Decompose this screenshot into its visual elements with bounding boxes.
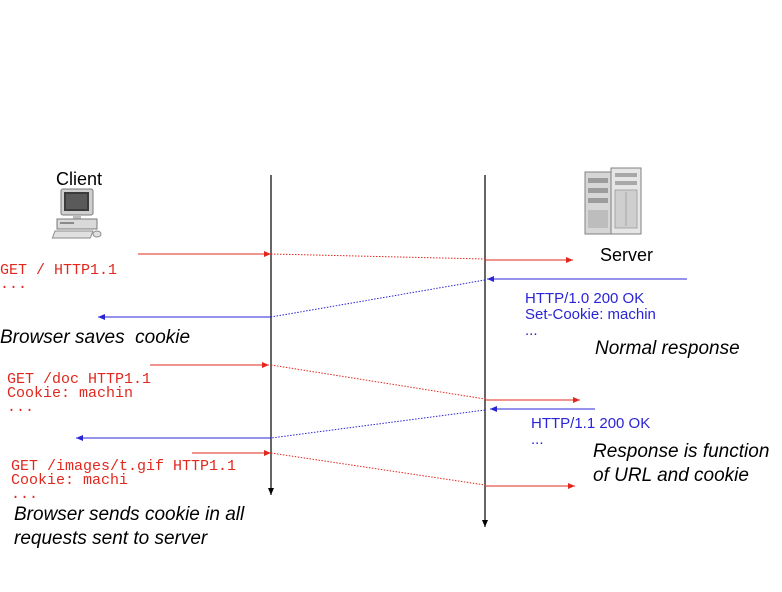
- response-2-text: HTTP/1.1 200 OK ...: [531, 415, 651, 448]
- request-2-transit: [270, 364, 486, 400]
- request-2-text: GET /doc HTTP1.1 Cookie: machin ...: [7, 371, 152, 416]
- request-3-text: GET /images/t.gif HTTP1.1 Cookie: machi …: [11, 458, 237, 503]
- response-2-transit: [270, 409, 486, 439]
- server-label: Server: [600, 245, 654, 265]
- note-response-function: Response is function of URL and cookie: [593, 441, 770, 486]
- note-browser-sends: Browser sends cookie in all requests sen…: [14, 504, 245, 549]
- request-1-transit: [270, 253, 486, 260]
- note-normal-response: Normal response: [595, 338, 740, 359]
- request-3-transit: [270, 452, 486, 486]
- response-1-transit: [270, 279, 486, 318]
- client-label: Client: [56, 169, 103, 189]
- response-1-text: HTTP/1.0 200 OK Set-Cookie: machin ...: [525, 290, 656, 339]
- server-rack-icon: [584, 167, 642, 235]
- note-browser-saves: Browser saves cookie: [0, 327, 191, 348]
- request-1-text: GET / HTTP1.1 ...: [0, 262, 118, 293]
- desktop-computer-icon: [51, 188, 102, 239]
